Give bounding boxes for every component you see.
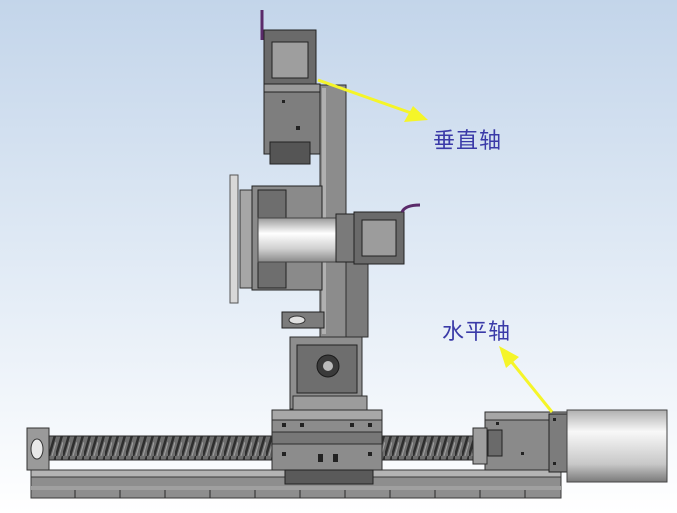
- column-base-block: [289, 336, 368, 411]
- horizontal-axis-motor: [472, 409, 668, 483]
- head-motor: [335, 203, 421, 265]
- vertical-axis-motor: [260, 10, 321, 165]
- vertical-axis-label: 垂直轴: [433, 129, 503, 154]
- arrow-horizontal-axis: [499, 346, 554, 413]
- ball-screw: [48, 435, 474, 461]
- horizontal-axis-label: 水平轴: [442, 320, 512, 345]
- left-end-bearing-block: [26, 427, 50, 471]
- rotary-head: [229, 174, 349, 329]
- horizontal-carriage: [271, 409, 383, 485]
- arrow-vertical-axis: [317, 78, 428, 122]
- vertical-column: [319, 84, 369, 338]
